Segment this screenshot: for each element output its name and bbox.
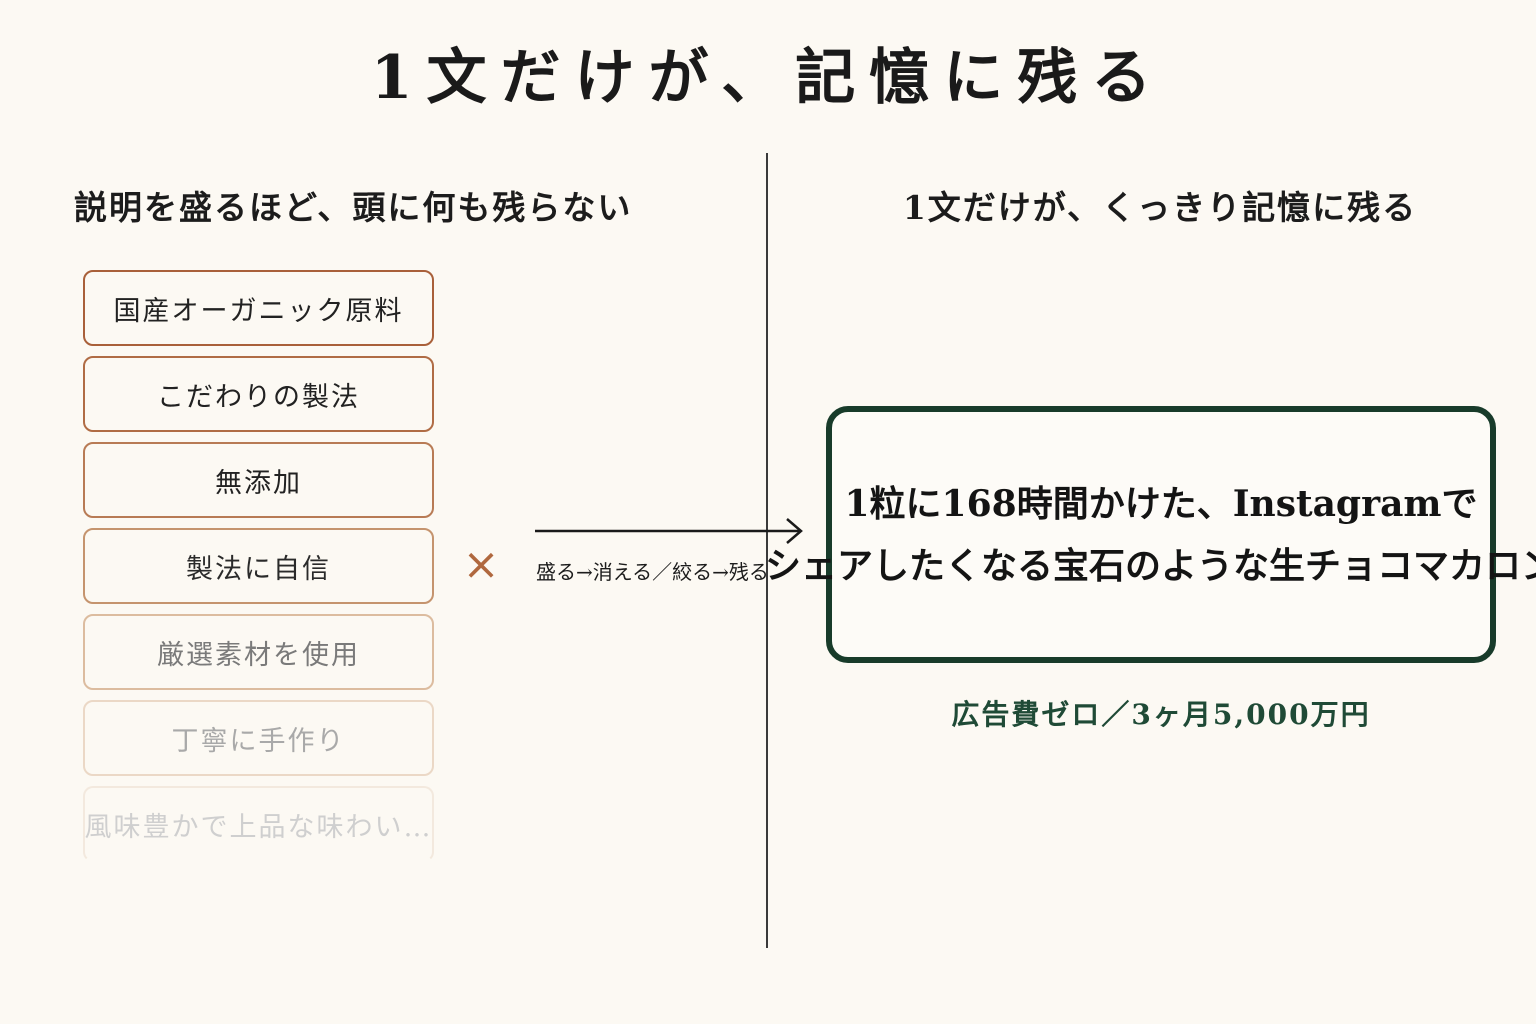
page-title: 1文だけが、記憶に残る: [370, 43, 1166, 113]
feature-item-additive-free: 無添加: [83, 442, 434, 518]
left-heading: 説明を盛るほど、頭に何も残らない: [74, 188, 633, 227]
highlight-message-box: 1粒に168時間かけた、Instagramで シェアしたくなる宝石のような生チョ…: [765, 406, 1536, 663]
result-caption: 広告費ゼロ／3ヶ月5,000万円: [951, 698, 1371, 731]
times-icon: ×: [462, 539, 500, 590]
feature-item-organic: 国産オーガニック原料: [83, 270, 434, 346]
feature-item-flavor: 風味豊かで上品な味わい…: [83, 786, 434, 862]
highlight-line-2: シェアしたくなる宝石のような生チョコマカロン: [765, 544, 1536, 587]
feature-item-handmade: 丁寧に手作り: [83, 700, 434, 776]
arrow-right-icon: [535, 518, 803, 544]
right-heading: 1文だけが、くっきり記憶に残る: [902, 188, 1418, 227]
highlight-line-1: 1粒に168時間かけた、Instagramで: [844, 482, 1478, 525]
feature-item-selected-materials: 厳選素材を使用: [83, 614, 434, 690]
feature-item-confidence: 製法に自信: [83, 528, 434, 604]
center-divider: [766, 153, 768, 948]
arrow-caption: 盛る→消える／絞る→残る: [536, 560, 769, 584]
feature-item-process: こだわりの製法: [83, 356, 434, 432]
feature-list: 国産オーガニック原料 こだわりの製法 無添加 製法に自信 厳選素材を使用 丁寧に…: [83, 270, 434, 872]
